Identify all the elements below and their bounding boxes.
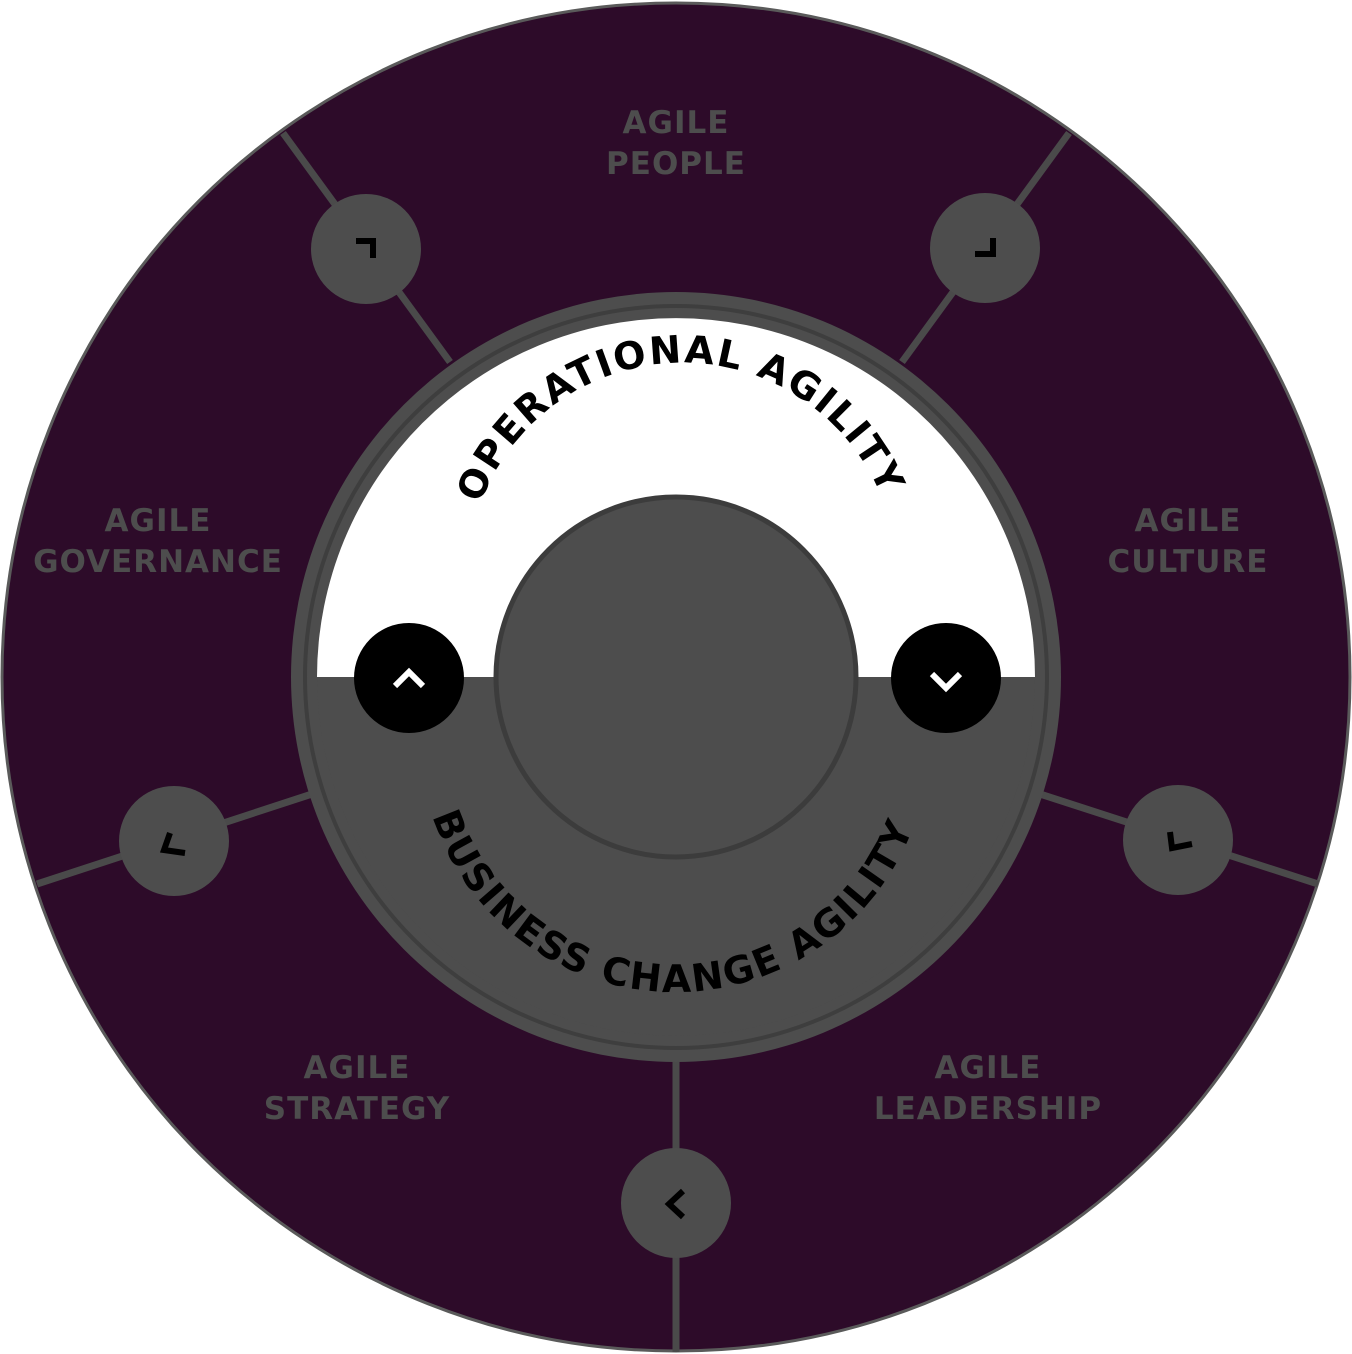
chevron-up-icon — [392, 667, 426, 689]
inner-disk — [291, 292, 1061, 1062]
connector-node-culture-leadership[interactable] — [1123, 785, 1233, 895]
center-hub — [493, 494, 859, 860]
segment-label-line2: STRATEGY — [264, 1091, 450, 1127]
segment-label-line1: AGILE — [623, 105, 730, 141]
corner-arrow-top-left-icon — [356, 238, 376, 258]
connector-node-people-culture[interactable] — [930, 193, 1040, 303]
segment-label-line1: AGILE — [304, 1050, 411, 1086]
connector-node-leadership-strategy[interactable] — [621, 1148, 731, 1258]
corner-arrow-bottom-left-icon — [975, 238, 996, 257]
toggle-up-button[interactable] — [354, 623, 464, 733]
segment-label-line2: CULTURE — [1108, 544, 1269, 580]
segment-label-culture[interactable]: AGILE CULTURE — [1108, 503, 1269, 580]
corner-arrow-bottom-left-icon — [1167, 831, 1193, 852]
toggle-down-button[interactable] — [891, 623, 1001, 733]
connector-node-strategy-governance[interactable] — [119, 786, 229, 896]
segment-label-people[interactable]: AGILE PEOPLE — [606, 105, 746, 182]
connector-node-people-governance[interactable] — [311, 194, 421, 304]
segment-label-line2: PEOPLE — [606, 146, 746, 182]
segment-label-strategy[interactable]: AGILE STRATEGY — [264, 1050, 450, 1127]
chevron-left-icon — [664, 1188, 686, 1220]
segment-label-line2: LEADERSHIP — [874, 1091, 1102, 1127]
segment-label-leadership[interactable]: AGILE LEADERSHIP — [874, 1050, 1102, 1127]
segment-label-line1: AGILE — [105, 503, 212, 539]
segment-label-governance[interactable]: AGILE GOVERNANCE — [33, 503, 283, 580]
inner-disk-ring — [303, 304, 1049, 1050]
segment-label-line2: GOVERNANCE — [33, 544, 283, 580]
corner-arrow-bottom-left-icon — [159, 832, 186, 856]
chevron-down-icon — [929, 671, 963, 693]
segment-label-line1: AGILE — [935, 1050, 1042, 1086]
segment-label-line1: AGILE — [1135, 503, 1242, 539]
